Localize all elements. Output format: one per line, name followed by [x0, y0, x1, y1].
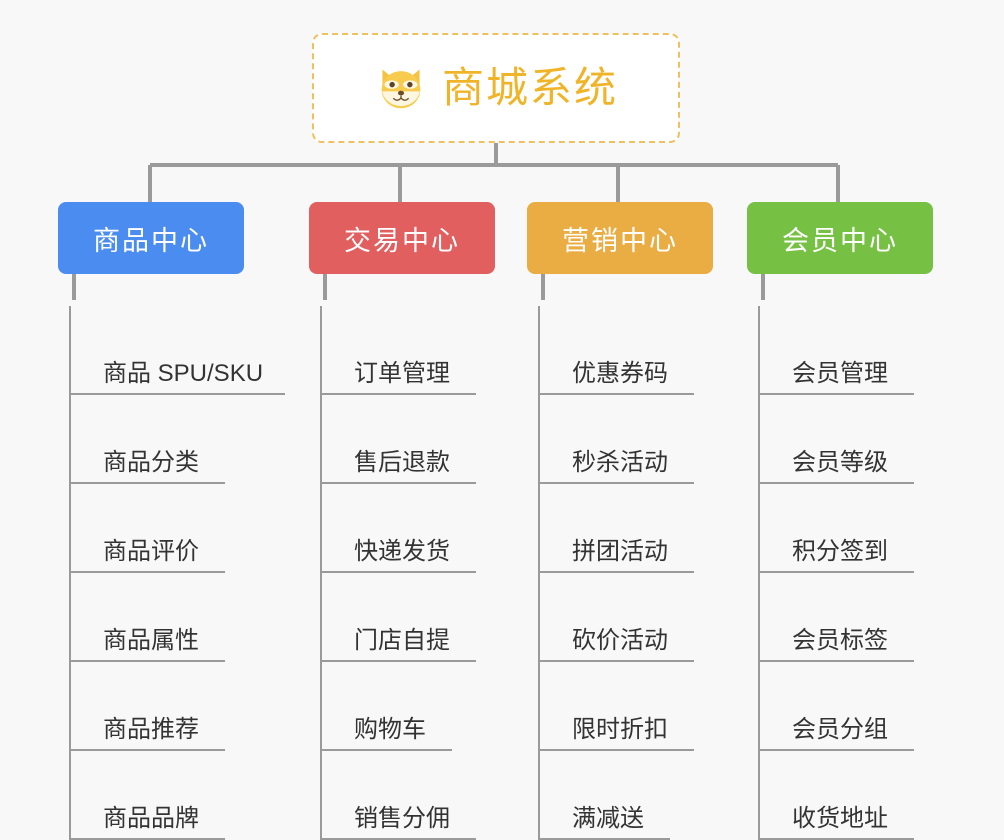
item-underline — [538, 838, 670, 840]
column-product-center: 商品中心 商品 SPU/SKU 商品分类 商品评价 商品属性 — [58, 202, 285, 840]
list-item-label: 砍价活动 — [572, 627, 668, 654]
list-item-label: 会员管理 — [792, 360, 888, 387]
item-underline — [320, 749, 452, 751]
item-underline — [320, 393, 476, 395]
column-marketing-center: 营销中心 优惠券码 秒杀活动 拼团活动 砍价活动 — [527, 202, 713, 840]
list-item-label: 满减送 — [572, 805, 644, 832]
list-item[interactable]: 限时折扣 — [538, 662, 713, 751]
list-item[interactable]: 会员管理 — [758, 306, 933, 395]
list-item-label: 订单管理 — [354, 360, 450, 387]
list-item-label: 积分签到 — [792, 538, 888, 565]
list-item-label: 售后退款 — [354, 449, 450, 476]
column-header-marketing-center[interactable]: 营销中心 — [527, 202, 713, 274]
item-underline — [538, 482, 694, 484]
list-item-label: 销售分佣 — [354, 805, 450, 832]
item-underline — [758, 749, 914, 751]
list-item-label: 商品推荐 — [103, 716, 199, 743]
list-item-label: 秒杀活动 — [572, 449, 668, 476]
list-item-label: 购物车 — [354, 716, 426, 743]
item-underline — [538, 749, 694, 751]
list-item[interactable]: 满减送 — [538, 751, 713, 840]
item-underline — [69, 482, 225, 484]
item-underline — [69, 571, 225, 573]
item-underline — [758, 393, 914, 395]
list-item[interactable]: 商品分类 — [69, 395, 244, 484]
list-item[interactable]: 会员标签 — [758, 573, 933, 662]
list-item-label: 商品 SPU/SKU — [103, 360, 264, 387]
list-item[interactable]: 售后退款 — [320, 395, 495, 484]
list-item[interactable]: 商品 SPU/SKU — [69, 306, 285, 395]
column-rail — [758, 306, 760, 840]
list-item-label: 优惠券码 — [572, 360, 668, 387]
list-item-label: 门店自提 — [354, 627, 450, 654]
item-underline — [320, 660, 476, 662]
list-item[interactable]: 快递发货 — [320, 484, 495, 573]
column-member-center: 会员中心 会员管理 会员等级 积分签到 会员标签 — [747, 202, 933, 840]
item-underline — [758, 482, 914, 484]
list-item[interactable]: 商品属性 — [69, 573, 244, 662]
list-item[interactable]: 门店自提 — [320, 573, 495, 662]
item-underline — [538, 393, 694, 395]
list-item-label: 会员标签 — [792, 627, 888, 654]
item-underline — [538, 660, 694, 662]
list-item[interactable]: 拼团活动 — [538, 484, 713, 573]
list-item[interactable]: 订单管理 — [320, 306, 495, 395]
column-header-member-center[interactable]: 会员中心 — [747, 202, 933, 274]
item-underline — [758, 838, 914, 840]
item-underline — [320, 838, 476, 840]
item-underline — [69, 838, 225, 840]
list-item-label: 商品评价 — [103, 538, 199, 565]
list-item[interactable]: 商品评价 — [69, 484, 244, 573]
list-item[interactable]: 砍价活动 — [538, 573, 713, 662]
shiba-dog-icon — [381, 69, 421, 109]
column-items-trade-center: 订单管理 售后退款 快递发货 门店自提 购物车 — [320, 306, 495, 840]
column-rail — [69, 306, 71, 840]
list-item[interactable]: 秒杀活动 — [538, 395, 713, 484]
column-rail — [320, 306, 322, 840]
item-underline — [758, 660, 914, 662]
list-item[interactable]: 会员分组 — [758, 662, 933, 751]
item-underline — [69, 393, 285, 395]
list-item-label: 商品品牌 — [103, 805, 199, 832]
list-item-label: 快递发货 — [354, 538, 450, 565]
list-item-label: 拼团活动 — [572, 538, 668, 565]
item-underline — [69, 660, 225, 662]
list-item[interactable]: 优惠券码 — [538, 306, 713, 395]
column-header-product-center[interactable]: 商品中心 — [58, 202, 244, 274]
item-underline — [320, 571, 476, 573]
column-items-marketing-center: 优惠券码 秒杀活动 拼团活动 砍价活动 限时折扣 — [538, 306, 713, 840]
list-item-label: 限时折扣 — [572, 716, 668, 743]
list-item-label: 会员分组 — [792, 716, 888, 743]
list-item[interactable]: 商品品牌 — [69, 751, 244, 840]
column-items-product-center: 商品 SPU/SKU 商品分类 商品评价 商品属性 商品推荐 — [69, 306, 285, 840]
column-header-trade-center[interactable]: 交易中心 — [309, 202, 495, 274]
list-item-label: 商品属性 — [103, 627, 199, 654]
item-underline — [758, 571, 914, 573]
column-items-member-center: 会员管理 会员等级 积分签到 会员标签 会员分组 — [758, 306, 933, 840]
list-item-label: 会员等级 — [792, 449, 888, 476]
list-item-label: 收货地址 — [792, 805, 888, 832]
list-item[interactable]: 收货地址 — [758, 751, 933, 840]
root-title: 商城系统 — [441, 64, 618, 111]
list-item[interactable]: 商品推荐 — [69, 662, 244, 751]
item-underline — [69, 749, 225, 751]
item-underline — [320, 482, 476, 484]
list-item[interactable]: 积分签到 — [758, 484, 933, 573]
list-item[interactable]: 销售分佣 — [320, 751, 495, 840]
column-rail — [538, 306, 540, 840]
list-item[interactable]: 购物车 — [320, 662, 495, 751]
column-trade-center: 交易中心 订单管理 售后退款 快递发货 门店自提 — [309, 202, 495, 840]
item-underline — [538, 571, 694, 573]
root-node[interactable]: 商城系统 — [312, 33, 680, 143]
list-item[interactable]: 会员等级 — [758, 395, 933, 484]
list-item-label: 商品分类 — [103, 449, 199, 476]
